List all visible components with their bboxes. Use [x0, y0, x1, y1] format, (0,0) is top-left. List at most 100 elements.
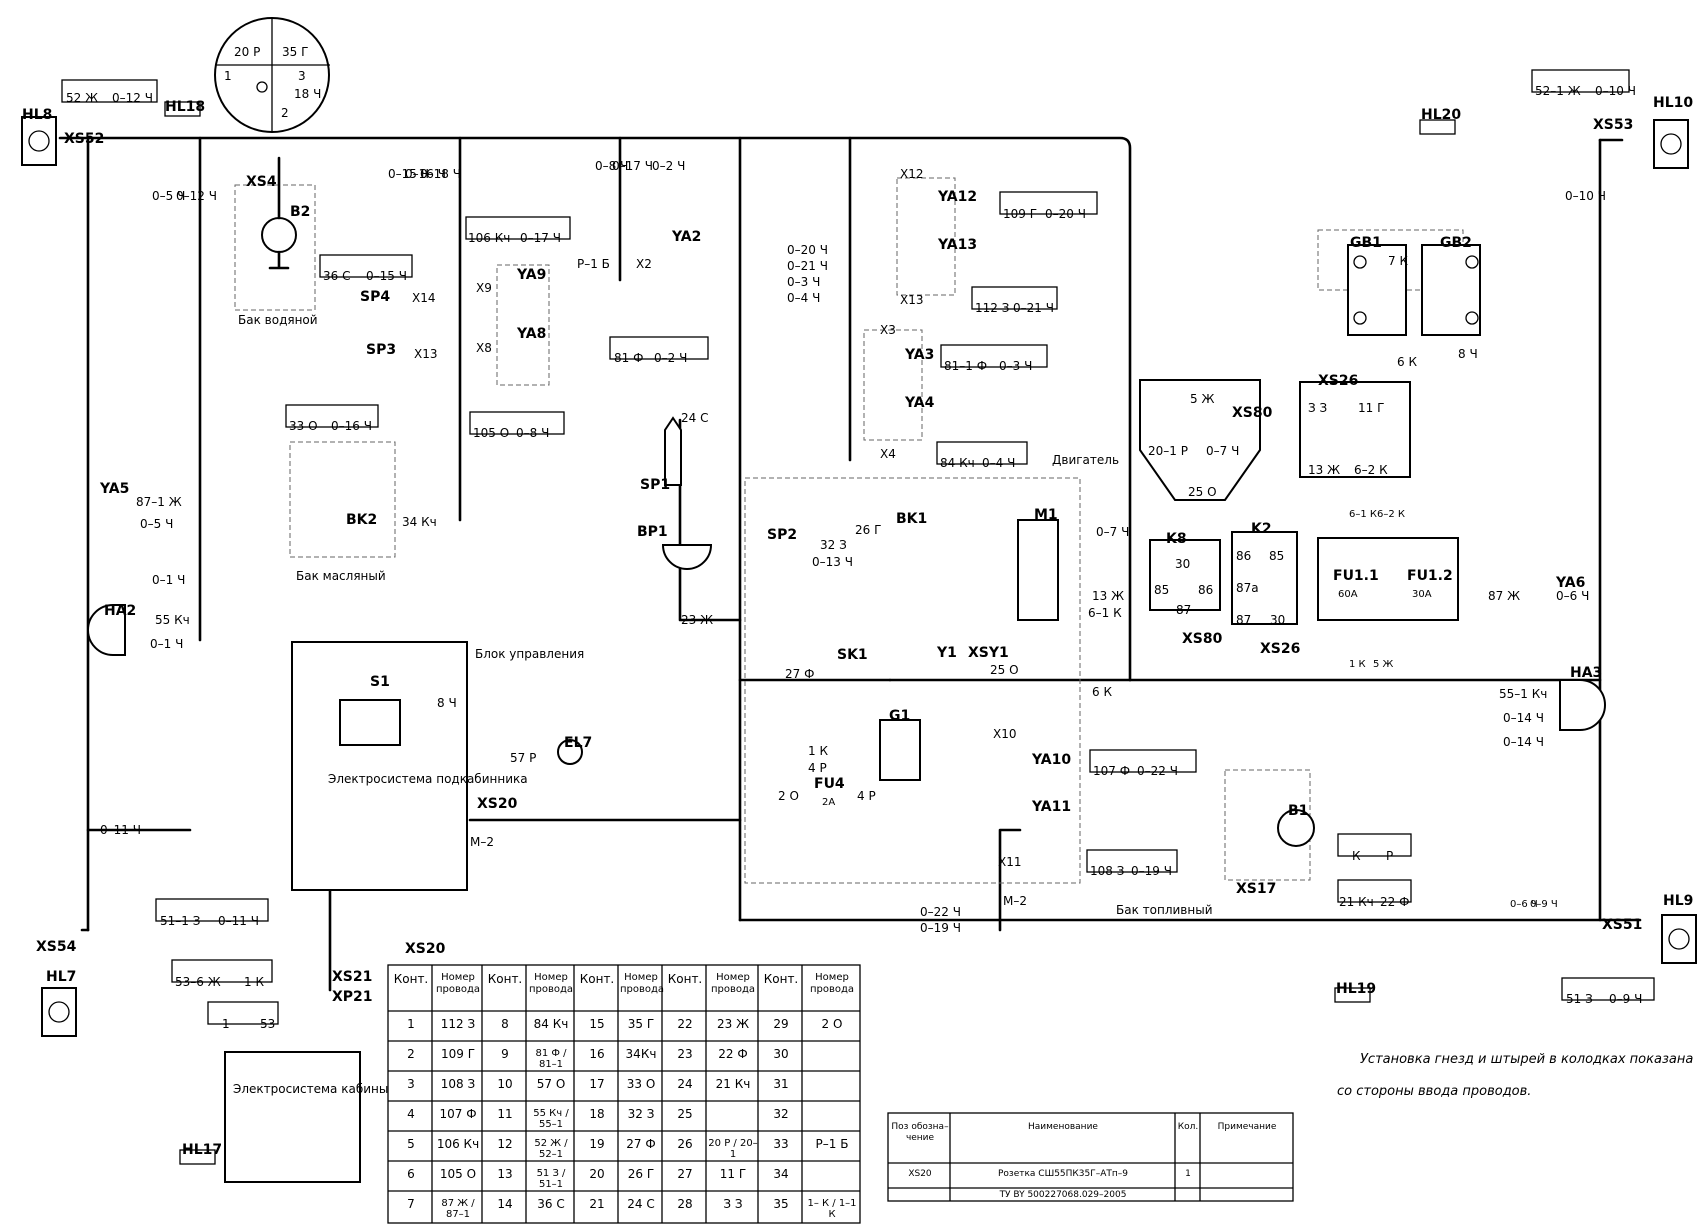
- table-cell: 34: [773, 1167, 789, 1181]
- wire-label-w60: 4 Р: [808, 761, 827, 775]
- spec-cell: ТУ BY 500227068.029–2005: [999, 1190, 1127, 1200]
- table-cell: 25: [677, 1107, 693, 1121]
- table-header: Конт.: [393, 972, 429, 986]
- wire-label-w95: 5 Ж: [1373, 659, 1394, 670]
- component-label-fu4: FU4: [814, 776, 845, 792]
- table-cell: 3: [407, 1077, 415, 1091]
- table-cell: 30: [773, 1047, 789, 1061]
- table-cell: 32: [773, 1107, 789, 1121]
- wire-label-w52: 26 Г: [855, 523, 882, 537]
- table-cell: 107 Ф: [439, 1107, 477, 1121]
- spec-header: Наименование: [1028, 1122, 1098, 1132]
- wire-label-w21: 0–1 Ч: [152, 573, 186, 587]
- wire-label-w50: 32 З: [820, 538, 847, 552]
- wire-label-w72: 7 К: [1388, 254, 1408, 268]
- wire-label-w48: 84 Кч: [940, 456, 975, 470]
- component-label-bk1: BK1: [896, 511, 928, 527]
- wire-label-w67: 0–22 Ч: [920, 905, 961, 919]
- wire-label-w71: 0–10 Ч: [1565, 189, 1606, 203]
- table-cell: 11 Г: [719, 1167, 747, 1181]
- lamps: [21, 116, 1697, 1037]
- component-label-fu4a: 2A: [822, 797, 836, 808]
- component-label-x12: X12: [900, 167, 924, 181]
- wire-label-w46: 81–1 Ф: [944, 359, 988, 373]
- table-cell: 29: [773, 1017, 789, 1031]
- wire-label-w87: 86: [1236, 549, 1252, 563]
- component-label-ya5: YA5: [100, 481, 130, 497]
- wire-label-w91: 30: [1270, 613, 1286, 627]
- table-cell: 27 Ф: [626, 1137, 656, 1151]
- component-label-k2: K2: [1251, 521, 1272, 537]
- wire-label-w31: Р–1 Б: [577, 257, 610, 271]
- component-label-el_podkab: Электросистема подкабинника: [328, 772, 528, 786]
- wire-label-w56: 27 Ф: [785, 667, 815, 681]
- table-cell: 20 Р / 20–1: [708, 1138, 758, 1160]
- table-cell: 7: [407, 1197, 415, 1211]
- wire-label-w29: 105 О: [473, 426, 510, 440]
- component-label-m2a: М–2: [470, 835, 494, 849]
- table-cell: 10: [497, 1077, 513, 1091]
- component-label-ya12: YA12: [938, 189, 978, 205]
- wire-label-w108: 0–9 Ч: [1609, 992, 1643, 1006]
- component-label-ya11: YA11: [1032, 799, 1072, 815]
- table-cell: 1– К / 1–1 К: [807, 1198, 857, 1220]
- table-cell: 23: [677, 1047, 693, 1061]
- table-cell: 2 О: [821, 1017, 843, 1031]
- wire-label-w110: 51–1 З: [160, 914, 201, 928]
- table-cell: 4: [407, 1107, 415, 1121]
- wire-label-w22: 55 Кч: [155, 613, 190, 627]
- table-header: Номер провода: [528, 972, 574, 995]
- component-label-sp4: SP4: [360, 289, 391, 305]
- wire-label-w102: Р: [1386, 849, 1394, 863]
- wire-label-w2: 0–12 Ч: [112, 91, 153, 105]
- wire-label-w13: 0–18 Ч: [420, 167, 461, 181]
- component-label-x2: X2: [636, 257, 652, 271]
- component-label-ha3: HA3: [1570, 665, 1603, 681]
- wire-label-w38: 0–20 Ч: [787, 243, 828, 257]
- wire-label-w70: 0–10 Ч: [1595, 84, 1636, 98]
- component-label-x9: X9: [476, 281, 492, 295]
- table-cell: 14: [497, 1197, 513, 1211]
- component-label-xs80: XS80: [1232, 405, 1273, 421]
- table-header: Конт.: [667, 972, 703, 986]
- wire-label-w6: 3: [298, 69, 306, 83]
- table-header: Номер провода: [620, 972, 665, 995]
- wire-label-w49: 0–4 Ч: [982, 456, 1016, 470]
- table-cell: 33 О: [626, 1077, 656, 1091]
- component-label-hl8: HL8: [22, 107, 53, 123]
- wire-label-w51: 0–13 Ч: [812, 555, 853, 569]
- wire-label-w99: 0–14 Ч: [1503, 711, 1544, 725]
- wire-label-w84: 85: [1154, 583, 1170, 597]
- wire-label-w1: 52 Ж: [66, 91, 99, 105]
- wire-label-w104: 22 Ф: [1380, 895, 1410, 909]
- component-label-sp3: SP3: [366, 342, 397, 358]
- wire-label-w93: 6–2 К: [1377, 509, 1406, 520]
- spec-cell: XS20: [908, 1169, 932, 1179]
- component-label-k8: K8: [1166, 531, 1187, 547]
- component-label-ya9: YA9: [517, 267, 547, 283]
- wire-label-w59: 1 К: [808, 744, 828, 758]
- component-label-xs52: XS52: [64, 131, 105, 147]
- component-boxes: [87, 244, 1606, 847]
- table-cell: 34Кч: [625, 1047, 657, 1061]
- table-cell: 84 Кч: [533, 1017, 569, 1031]
- component-label-xs54: XS54: [36, 939, 77, 955]
- wire-label-w75: 5 Ж: [1190, 392, 1215, 406]
- wire-label-w64: 0–22 Ч: [1137, 764, 1178, 778]
- component-label-xs20b: XS20: [405, 941, 446, 957]
- component-label-el7: EL7: [564, 735, 593, 751]
- wire-label-w66: 0–19 Ч: [1131, 864, 1172, 878]
- component-label-xs26b: XS26: [1260, 641, 1301, 657]
- component-label-dvigatel: Двигатель: [1052, 453, 1120, 467]
- wire-label-w28: 0–17 Ч: [520, 231, 561, 245]
- component-label-x8: X8: [476, 341, 492, 355]
- wire-label-w53: 0–7 Ч: [1096, 525, 1130, 539]
- component-label-xs20a: XS20: [477, 796, 518, 812]
- wire-label-w24: 0–8 Ч: [595, 159, 629, 173]
- component-label-x14: X14: [412, 291, 436, 305]
- table-cell: 1: [407, 1017, 415, 1031]
- component-label-x10: X10: [993, 727, 1017, 741]
- wire-label-w79: З З: [1308, 401, 1328, 415]
- spec-cell: 1: [1185, 1169, 1191, 1179]
